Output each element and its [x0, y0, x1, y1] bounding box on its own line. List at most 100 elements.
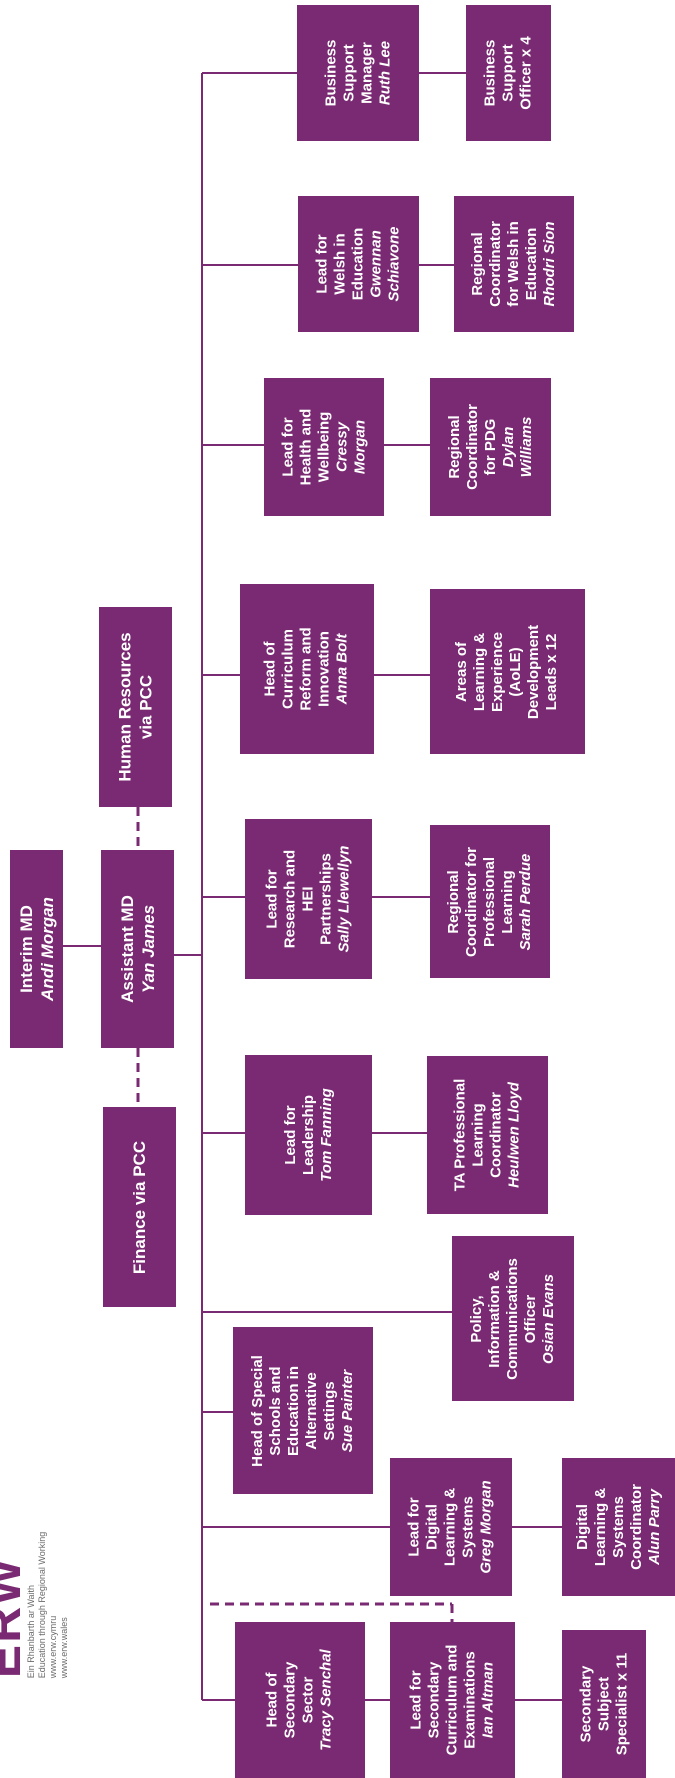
- node-name: Sue Painter: [338, 1369, 356, 1452]
- node-title-line: Human Resources: [115, 632, 135, 782]
- node-title-line: Curriculum and: [443, 1644, 461, 1756]
- curriculum-head-box: Head of Curriculum Reform and Innovation…: [240, 584, 374, 754]
- node-name: Andi Morgan: [37, 897, 57, 1001]
- node-name: Morgan: [351, 419, 368, 475]
- logo-url-cymru: www.erw.cymru: [48, 1615, 58, 1679]
- node-title-line: Lead for: [281, 1105, 299, 1165]
- interim-md-box: Interim MD Andi Morgan: [10, 850, 63, 1048]
- node-title-line: Settings: [320, 1380, 338, 1441]
- node-name: Schiavone: [385, 226, 403, 302]
- business-officer-box: Business Support Officer x 4: [466, 5, 551, 141]
- node-name: Anna Bolt: [334, 633, 351, 705]
- node-name: Cressy: [333, 421, 350, 473]
- ta-coordinator-box: TA Professional Learning Coordinator Heu…: [427, 1056, 548, 1214]
- node-name: Williams: [517, 416, 535, 478]
- node-title-line: Support: [339, 44, 357, 102]
- node-name: Ruth Lee: [375, 40, 393, 106]
- node-title-line: Officer: [522, 1294, 539, 1343]
- node-title-line: Lead for: [313, 234, 331, 294]
- node-name: Gwennan: [367, 230, 385, 298]
- node-title-line: Secondary: [281, 1661, 299, 1739]
- node-title-line: Development: [525, 624, 543, 719]
- node-name: Osian Evans: [540, 1273, 557, 1364]
- node-name: Dylan: [499, 426, 517, 468]
- pl-coordinator-box: Regional Coordinator for Professional Le…: [430, 825, 550, 978]
- node-title-line: (AoLE): [507, 646, 525, 697]
- node-title-line: Education: [522, 227, 540, 301]
- node-title-line: Lead for: [406, 1497, 423, 1557]
- node-title-line: Coordinator: [463, 404, 481, 490]
- subject-specialist-box: Secondary Subject Specialist x 11: [562, 1630, 646, 1778]
- node-title-line: Lead for: [263, 869, 281, 929]
- node-title-line: Business: [321, 39, 339, 107]
- node-name: Ian Altman: [479, 1661, 497, 1739]
- welsh-coordinator-box: Regional Coordinator for Welsh in Educat…: [454, 196, 574, 332]
- node-name: Sally Llewellyn: [335, 845, 353, 953]
- node-name: Alun Parry: [645, 1489, 663, 1565]
- pdg-coordinator-box: Regional Coordinator for PDG Dylan Willi…: [430, 378, 551, 516]
- node-title-line: Communications: [504, 1257, 521, 1380]
- welsh-lead-box: Lead for Welsh in Education Gwennan Schi…: [298, 196, 419, 332]
- node-name: Greg Morgan: [478, 1480, 495, 1574]
- node-title-line: Experience: [489, 631, 507, 712]
- assistant-md-box: Assistant MD Yan James: [101, 850, 174, 1048]
- node-title-line: Officer x 4: [517, 36, 535, 110]
- node-title-line: Leads x 12: [543, 633, 561, 710]
- node-title-line: Learning &: [591, 1487, 609, 1567]
- logo-url-wales: www.erw.wales: [59, 1617, 69, 1679]
- node-title-line: Learning: [469, 1103, 487, 1167]
- policy-officer-box: Policy, Information & Communications Off…: [452, 1236, 574, 1401]
- node-title-line: TA Professional: [451, 1078, 469, 1192]
- node-title-line: Business: [481, 39, 499, 107]
- node-title-line: Coordinator: [487, 1092, 505, 1178]
- node-title-line: Finance via PCC: [130, 1140, 149, 1274]
- secondary-lead-box: Lead for Secondary Curriculum and Examin…: [390, 1622, 515, 1778]
- node-title-line: Secondary: [425, 1661, 443, 1739]
- node-title-line: Innovation: [316, 631, 333, 707]
- hr-box: Human Resources via PCC: [99, 607, 172, 807]
- aole-leads-box: Areas of Learning & Experience (AoLE) De…: [430, 589, 585, 754]
- node-title-line: Reform and: [298, 627, 315, 711]
- digital-coordinator-box: Digital Learning & Systems Coordinator A…: [562, 1458, 675, 1596]
- node-title-line: Sector: [299, 1676, 317, 1724]
- node-name: Rhodri Sion: [540, 221, 558, 307]
- erw-logo: ERW Ein Rhanbarth ar Waith Education thr…: [0, 1500, 80, 1710]
- node-title-line: Coordinator: [486, 221, 504, 307]
- logo-tagline-english: Education through Regional Working: [37, 1531, 47, 1679]
- node-title-line: Systems: [460, 1496, 477, 1558]
- node-name: Yan James: [138, 904, 158, 994]
- node-name: Tracy Senchal: [317, 1649, 335, 1751]
- node-name: Tom Fanning: [317, 1088, 335, 1182]
- node-title-line: Support: [499, 44, 517, 102]
- node-name: Sarah Perdue: [517, 853, 534, 950]
- secondary-head-box: Head of Secondary Sector Tracy Senchal: [235, 1622, 365, 1778]
- node-title-line: Regional: [468, 232, 486, 296]
- node-title-line: Alternative: [302, 1371, 320, 1450]
- node-title-line: Education: [349, 227, 367, 301]
- node-title-line: Lead for: [279, 417, 296, 477]
- node-title-line: Areas of: [453, 641, 471, 702]
- node-title-line: Learning &: [471, 632, 489, 711]
- node-title: Interim MD: [16, 905, 36, 993]
- node-title-line: Information &: [486, 1269, 503, 1368]
- business-manager-box: Business Support Manager Ruth Lee: [297, 5, 419, 141]
- node-title-line: Policy,: [468, 1294, 485, 1343]
- node-title-line: Regional: [445, 415, 463, 479]
- node-title-line: Coordinator: [627, 1484, 645, 1570]
- node-title-line: Systems: [609, 1496, 627, 1558]
- node-title-line: Leadership: [299, 1094, 317, 1176]
- node-title-line: Subject: [595, 1676, 613, 1732]
- node-title-line: for PDG: [481, 418, 499, 476]
- node-title-line: Examinations: [461, 1651, 479, 1749]
- node-title-line: Schools and: [266, 1365, 284, 1456]
- node-title-line: Wellbeing: [315, 411, 332, 483]
- node-title-line: Manager: [357, 42, 375, 104]
- node-title-line: via PCC: [136, 674, 156, 740]
- node-title-line: Welsh in: [331, 233, 349, 295]
- node-title-line: Head of: [263, 1672, 281, 1728]
- digital-lead-box: Lead for Digital Learning & Systems Greg…: [390, 1458, 512, 1596]
- node-title-line: Lead for: [407, 1670, 425, 1730]
- node-title-line: Health and: [297, 408, 314, 486]
- node-title-line: Education in: [284, 1365, 302, 1456]
